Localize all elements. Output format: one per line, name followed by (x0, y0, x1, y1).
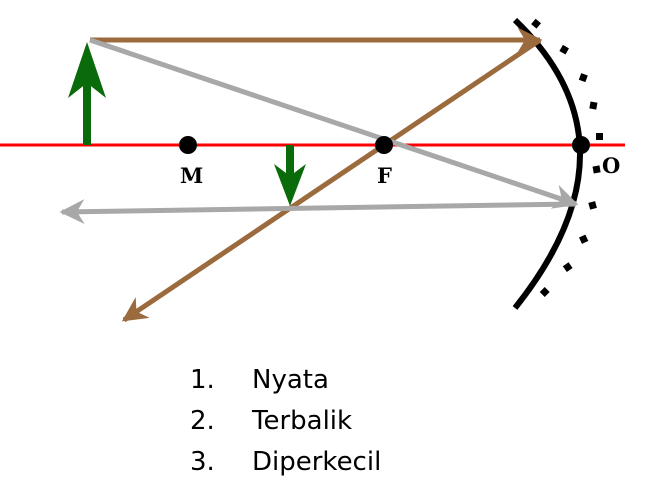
point-m (179, 136, 197, 154)
image-properties-list: 1. Nyata 2. Terbalik 3. Diperkecil (190, 360, 381, 483)
list-item: 2. Terbalik (190, 401, 381, 442)
label-o: O (602, 153, 620, 178)
ray-focal-incident (89, 37, 579, 209)
list-item-text: Terbalik (252, 406, 353, 436)
list-item-number: 1. (190, 365, 215, 395)
list-item: 1. Nyata (190, 360, 381, 401)
point-f (375, 136, 393, 154)
list-item-number: 2. (190, 406, 215, 436)
image-arrow (274, 145, 306, 206)
point-o (572, 136, 590, 154)
ray-reflected-through-focus (121, 37, 542, 323)
concave-mirror (512, 17, 583, 310)
object-arrow (68, 42, 106, 145)
list-item: 3. Diperkecil (190, 442, 381, 483)
ray-diagram: M F O (0, 17, 625, 323)
list-item-number: 3. (190, 447, 215, 477)
label-m: M (180, 163, 203, 188)
list-item-text: Diperkecil (252, 447, 382, 477)
mirror-hatch-marks (531, 18, 603, 297)
ray-reflected-parallel (59, 199, 577, 225)
label-f: F (377, 163, 392, 188)
list-item-text: Nyata (252, 365, 329, 395)
